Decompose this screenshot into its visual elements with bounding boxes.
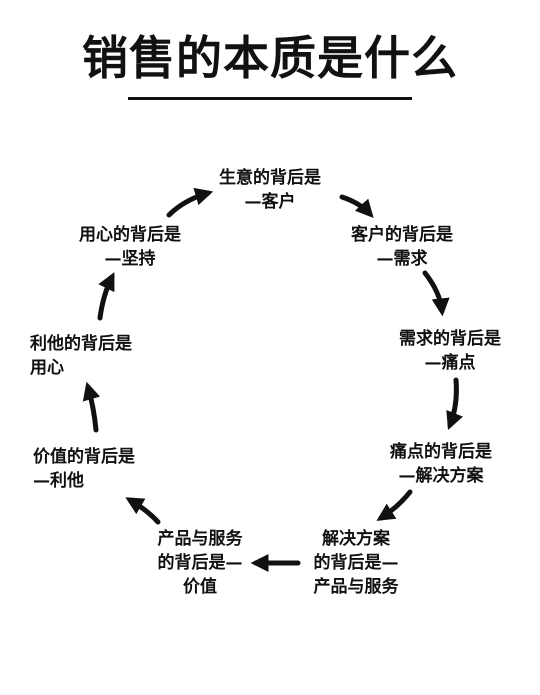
node-dedication: 用心的背后是 —坚持	[65, 223, 195, 271]
arrow-value-to-altruism	[82, 381, 101, 433]
node-customer-line-1: 客户的背后是	[351, 225, 453, 245]
node-solution-line-3: 产品与服务	[313, 577, 399, 597]
node-solution-line-1: 解决方案	[322, 529, 390, 549]
node-demand-line-1: 需求的背后是	[399, 329, 501, 349]
node-business: 生意的背后是 —客户	[205, 166, 335, 214]
node-value-line-1: 价值的背后是	[33, 447, 135, 467]
arrow-demand-to-pain-point	[446, 377, 464, 431]
node-solution-line-2: 的背后是—	[313, 553, 399, 573]
node-pain-point-line-1: 痛点的背后是	[390, 442, 492, 462]
arrow-pain-point-to-solution	[376, 489, 413, 521]
arrow-product-to-value	[125, 497, 161, 525]
node-product-service-line-3: 价值	[183, 577, 217, 597]
node-altruism: 利他的背后是 用心	[30, 332, 170, 380]
arrow-altruism-to-dedication	[97, 272, 115, 321]
node-pain-point: 痛点的背后是 —解决方案	[371, 440, 511, 488]
node-altruism-line-1: 利他的背后是	[30, 334, 132, 354]
node-business-line-2: —客户	[244, 192, 296, 212]
node-product-service-line-2: 的背后是—	[157, 553, 243, 573]
node-value: 价值的背后是 —利他	[33, 445, 173, 493]
node-value-line-2: —利他	[33, 471, 84, 491]
node-altruism-line-2: 用心	[30, 358, 64, 378]
node-demand: 需求的背后是 —痛点	[385, 327, 515, 375]
arrow-dedication-to-business	[166, 187, 214, 218]
title-underline	[128, 97, 412, 100]
node-business-line-1: 生意的背后是	[219, 168, 321, 188]
node-customer-line-2: —需求	[376, 249, 428, 269]
node-demand-line-2: —痛点	[424, 353, 476, 373]
node-pain-point-line-2: —解决方案	[398, 466, 484, 486]
node-customer: 客户的背后是 —需求	[337, 223, 467, 271]
node-product-service: 产品与服务 的背后是— 价值	[145, 527, 255, 599]
page-title: 销售的本质是什么	[82, 31, 458, 85]
arrow-customer-to-demand	[422, 270, 450, 317]
node-dedication-line-1: 用心的背后是	[79, 225, 181, 245]
node-product-service-line-1: 产品与服务	[157, 529, 243, 549]
node-solution: 解决方案 的背后是— 产品与服务	[296, 527, 416, 599]
arrow-business-to-customer	[339, 194, 374, 218]
node-dedication-line-2: —坚持	[104, 249, 156, 269]
